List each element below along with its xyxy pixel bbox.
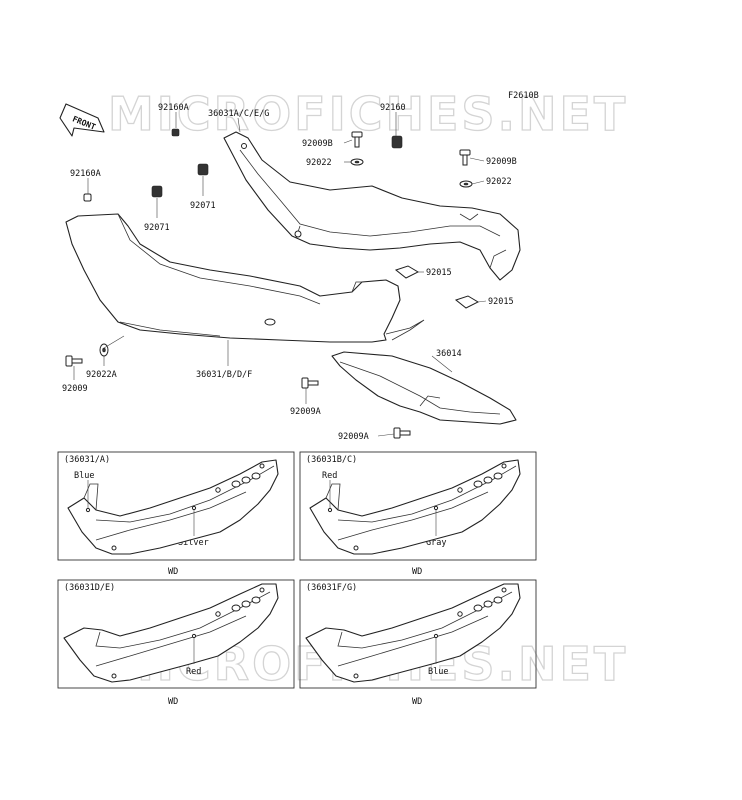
callout-92009B-right: 92009B — [486, 157, 517, 167]
grommet-92071-left — [151, 185, 163, 198]
grommet-92160-top — [391, 135, 403, 149]
callout-36014: 36014 — [436, 349, 462, 359]
screw-92009B-left — [351, 131, 363, 148]
variant-cover-drawing — [305, 583, 521, 683]
screw-92009A-b — [393, 427, 411, 439]
callout-92015-b: 92015 — [488, 297, 514, 307]
callout-92009: 92009 — [62, 384, 88, 394]
inner-side-cover — [223, 131, 521, 281]
logo-900-icon — [473, 472, 503, 488]
variant-box-36031BC: (36031B/C) Red Gray WD — [299, 451, 537, 577]
variant-cover-drawing — [63, 583, 279, 683]
washer-92022-right — [459, 180, 473, 188]
bolt-92009 — [65, 355, 83, 367]
callout-92009A-a: 92009A — [290, 407, 321, 417]
nut-92015-b — [454, 295, 480, 309]
variant-color-top: Red — [322, 471, 337, 481]
callout-92022A: 92022A — [86, 370, 117, 380]
front-arrow-icon: FRONT — [59, 103, 105, 137]
grommet-92071-mid — [197, 163, 209, 176]
variant-color-top: Blue — [74, 471, 94, 481]
outer-side-cover — [65, 213, 425, 343]
callout-92071-left: 92071 — [144, 223, 170, 233]
callout-36031BDF: 36031/B/D/F — [196, 370, 252, 380]
callout-92009A-b: 92009A — [338, 432, 369, 442]
variant-color-body: Silver — [178, 538, 209, 548]
variant-code: (36031F/G) — [306, 583, 357, 593]
variant-note: WD — [168, 567, 178, 577]
variant-box-36031FG: (36031F/G) Blue WD — [299, 579, 537, 707]
variant-code: (36031D/E) — [64, 583, 115, 593]
variant-color-body: Blue — [428, 667, 448, 677]
variant-cover-drawing — [309, 459, 521, 555]
variant-note: WD — [412, 697, 422, 707]
watermark-top: MICROFICHES.NET — [108, 87, 628, 141]
leader-lines — [73, 112, 487, 437]
callout-92071-mid: 92071 — [190, 201, 216, 211]
callout-92015-a: 92015 — [426, 268, 452, 278]
variant-code: (36031/A) — [64, 455, 110, 465]
variant-code: (36031B/C) — [306, 455, 357, 465]
variant-box-36031DE: (36031D/E) Red WD — [57, 579, 295, 707]
variant-note: WD — [168, 697, 178, 707]
callout-36031ACEG: 36031A/C/E/G — [208, 109, 269, 119]
callout-92160-top: 92160 — [380, 103, 406, 113]
callout-92022-left: 92022 — [306, 158, 332, 168]
figure-code: F2610B — [508, 91, 539, 101]
variant-cover-drawing — [67, 459, 279, 555]
variant-note: WD — [412, 567, 422, 577]
screw-92009B-right — [459, 149, 471, 166]
variant-color-body: Red — [186, 667, 201, 677]
logo-900-icon — [473, 596, 503, 612]
variant-color-body: Gray — [426, 538, 446, 548]
washer-92022-left — [350, 158, 364, 166]
grommet-92160A-top — [171, 128, 180, 137]
callout-92160A-left: 92160A — [70, 169, 101, 179]
callout-92022-right: 92022 — [486, 177, 512, 187]
grommet-92160A-left — [83, 193, 92, 202]
tail-cover-36014 — [331, 351, 517, 425]
logo-900-icon — [231, 596, 261, 612]
variant-box-36031A: (36031/A) Blue Silver WD — [57, 451, 295, 577]
washer-92022A — [99, 343, 109, 357]
callout-92009B-left: 92009B — [302, 139, 333, 149]
logo-900-icon — [231, 472, 261, 488]
callout-92160A-top: 92160A — [158, 103, 189, 113]
nut-92015-a — [394, 265, 420, 279]
screw-92009A-a — [301, 377, 319, 389]
